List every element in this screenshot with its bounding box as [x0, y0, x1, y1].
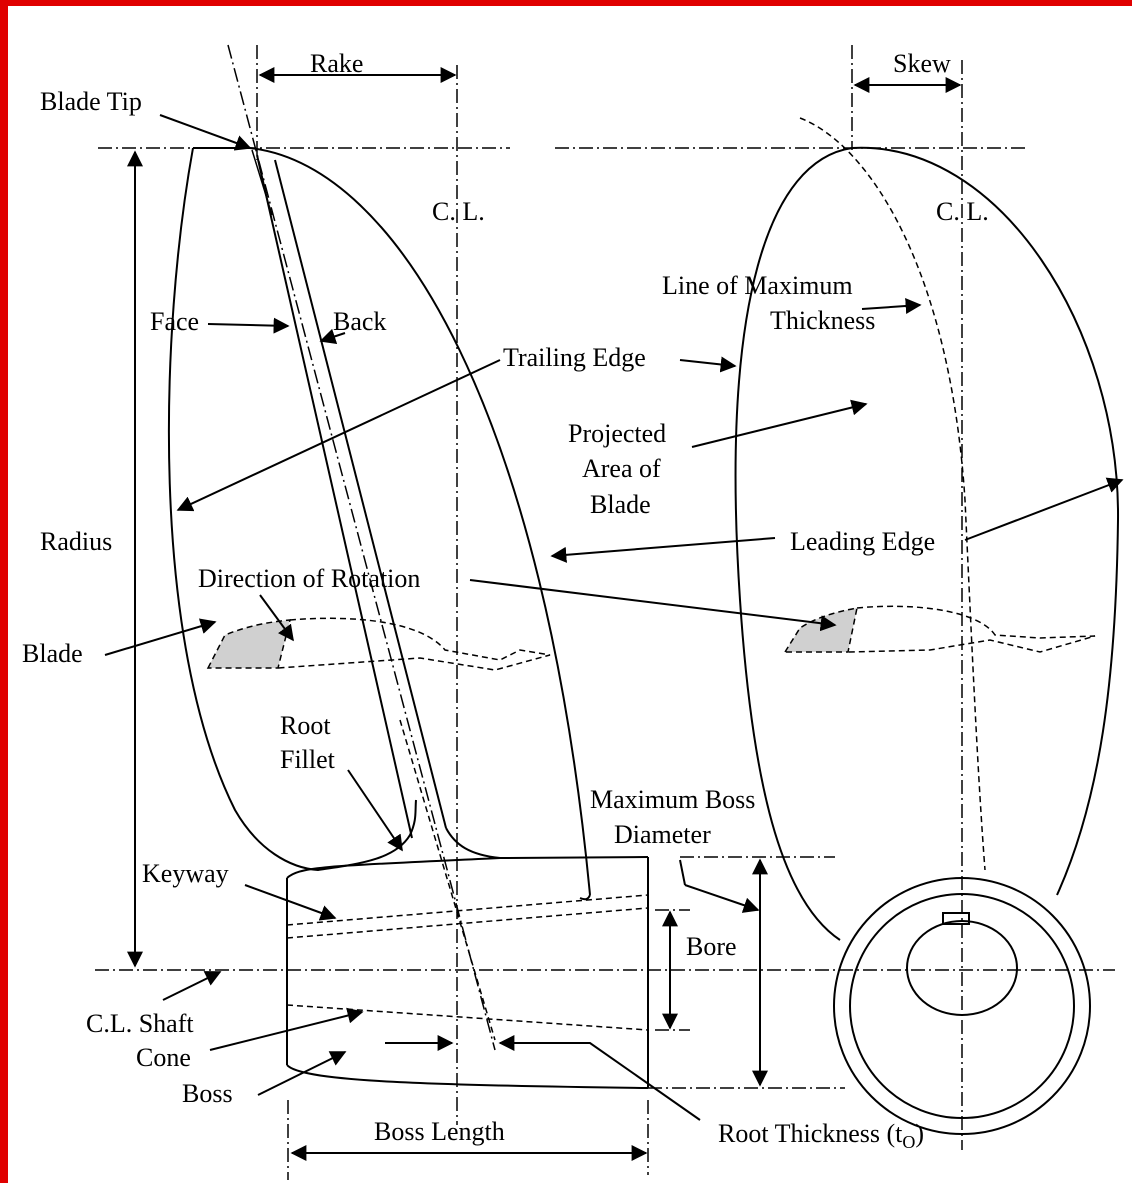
dimension-arrows	[127, 67, 962, 1161]
label-cl-left: C. L.	[432, 197, 485, 226]
label-direction-of-rotation: Direction of Rotation	[198, 564, 420, 593]
label-projected-2: Area of	[582, 454, 661, 483]
label-max-boss-2: Diameter	[614, 820, 711, 849]
label-keyway: Keyway	[142, 859, 229, 888]
label-cone: Cone	[136, 1043, 191, 1072]
leader-arrows	[104, 114, 1124, 1121]
label-rake: Rake	[310, 49, 363, 78]
label-root-1: Root	[280, 711, 331, 740]
label-radius: Radius	[40, 527, 112, 556]
label-bore: Bore	[686, 932, 737, 961]
label-projected-3: Blade	[590, 490, 651, 519]
reference-lines	[95, 44, 1115, 1180]
label-cl-shaft: C.L. Shaft	[86, 1009, 194, 1038]
labels: Rake Skew Blade Tip C. L. C. L. Line of …	[22, 49, 989, 1152]
label-skew: Skew	[893, 49, 951, 78]
label-blade-tip: Blade Tip	[40, 87, 142, 116]
label-face: Face	[150, 307, 199, 336]
label-trailing-edge: Trailing Edge	[503, 343, 646, 372]
label-line-of-max-1: Line of Maximum	[662, 271, 853, 300]
label-blade: Blade	[22, 639, 83, 668]
label-boss: Boss	[182, 1079, 233, 1108]
blade-face-view	[734, 117, 1120, 1135]
label-max-boss-1: Maximum Boss	[590, 785, 755, 814]
label-root-thickness-sub: O	[902, 1132, 915, 1152]
label-cl-right: C. L.	[936, 197, 989, 226]
label-line-of-max-2: Thickness	[770, 306, 875, 335]
label-projected-1: Projected	[568, 419, 666, 448]
label-boss-length: Boss Length	[374, 1117, 505, 1146]
label-root-thickness: Root Thickness (tO)	[718, 1119, 924, 1152]
boss-side-view	[286, 719, 649, 1089]
label-root-2: Fillet	[280, 745, 336, 774]
label-back: Back	[333, 307, 386, 336]
label-leading-edge: Leading Edge	[790, 527, 935, 556]
blade-side-view	[167, 147, 591, 901]
